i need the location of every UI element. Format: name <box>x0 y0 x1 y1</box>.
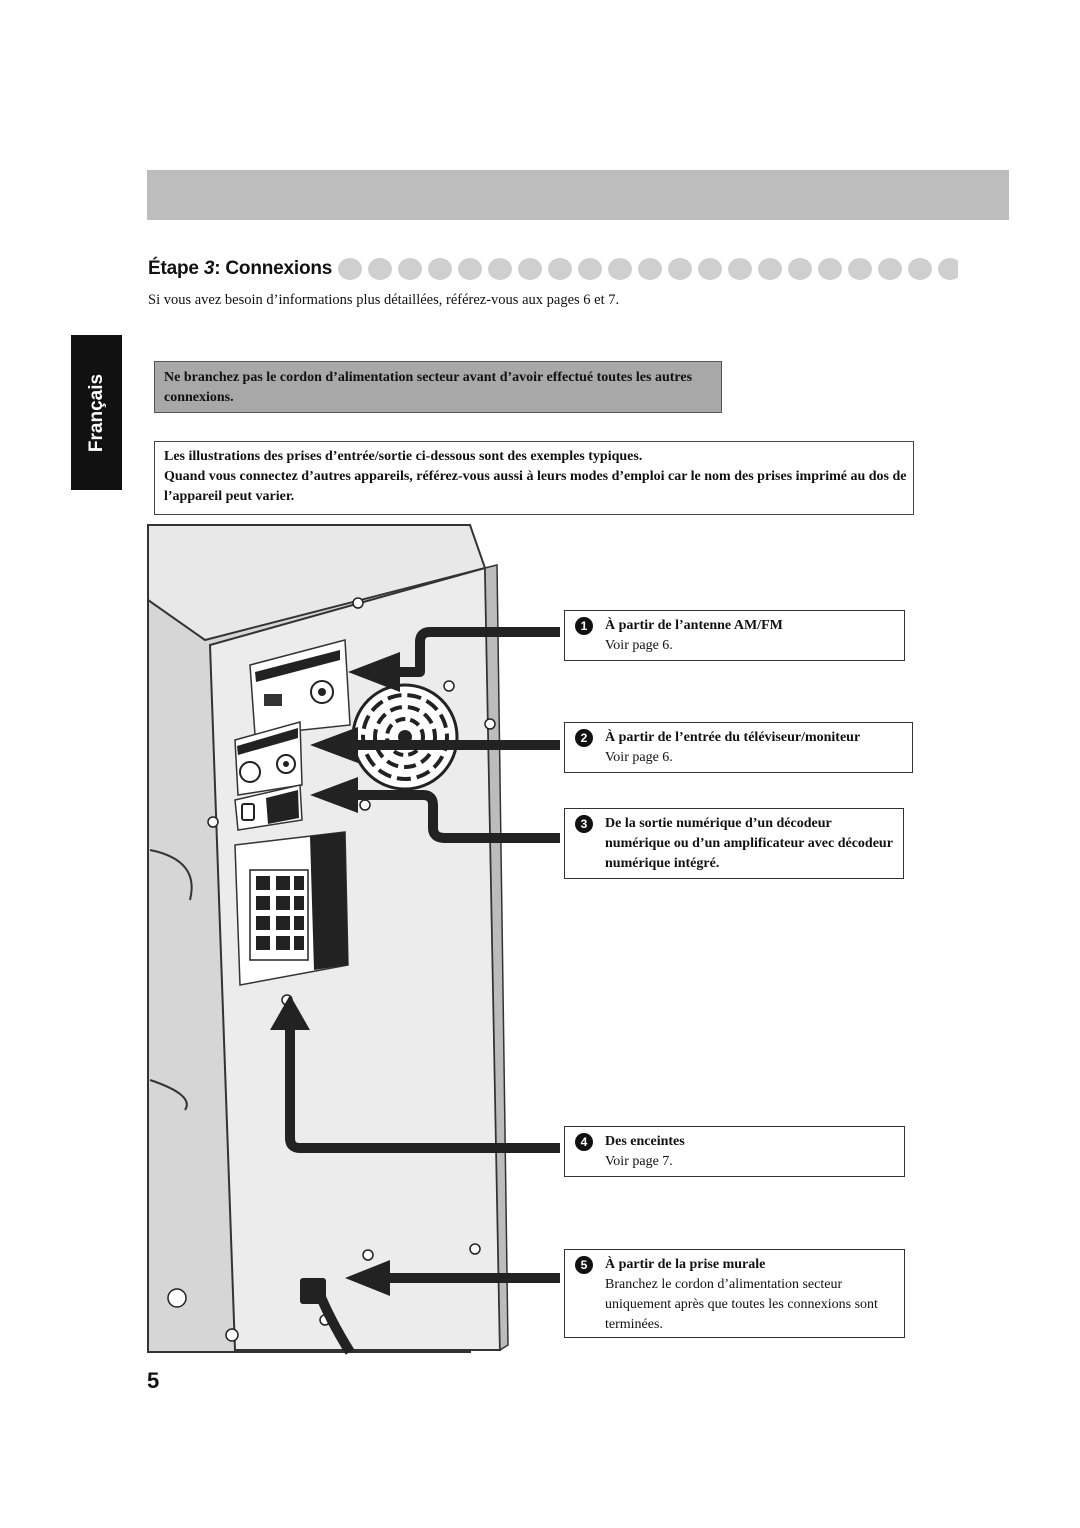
callout-3-title: De la sortie numérique d’un décodeur num… <box>605 816 893 871</box>
callout-5: 5 À partir de la prise murale Branchez l… <box>564 1249 905 1338</box>
callout-5-body: Branchez le cordon d’alimentation secteu… <box>605 1277 878 1332</box>
heading-suffix: : Connexions <box>214 258 333 279</box>
note-box: Les illustrations des prises d’entrée/so… <box>154 441 914 515</box>
callout-1-badge: 1 <box>575 617 593 635</box>
heading-prefix: Étape <box>148 258 204 279</box>
callout-4-badge: 4 <box>575 1133 593 1151</box>
callout-5-badge: 5 <box>575 1256 593 1274</box>
callout-1: 1 À partir de l’antenne AM/FM Voir page … <box>564 610 905 661</box>
callout-1-body: Voir page 6. <box>605 638 673 653</box>
section-heading: Étape 3: Connexions <box>148 258 332 280</box>
callout-1-title: À partir de l’antenne AM/FM <box>605 618 783 633</box>
callout-3-badge: 3 <box>575 815 593 833</box>
page-number: 5 <box>147 1368 160 1393</box>
heading-step-number: 3 <box>203 258 215 279</box>
callout-4: 4 Des enceintes Voir page 7. <box>564 1126 905 1177</box>
intro-text: Si vous avez besoin d’informations plus … <box>148 292 620 308</box>
callout-2: 2 À partir de l’entrée du téléviseur/mon… <box>564 722 913 773</box>
callout-2-title: À partir de l’entrée du téléviseur/monit… <box>605 730 861 745</box>
language-tab: Français <box>71 335 122 490</box>
note-line-2: Quand vous connectez d’autres appareils,… <box>164 469 907 504</box>
heading-dot-rule <box>338 258 958 280</box>
callout-4-title: Des enceintes <box>605 1134 685 1149</box>
callout-2-body: Voir page 6. <box>605 750 673 765</box>
callout-2-badge: 2 <box>575 729 593 747</box>
callout-5-title: À partir de la prise murale <box>605 1257 766 1272</box>
callout-3: 3 De la sortie numérique d’un décodeur n… <box>564 808 904 879</box>
note-line-1: Les illustrations des prises d’entrée/so… <box>164 449 643 464</box>
header-band <box>147 170 1009 220</box>
language-tab-label: Français <box>85 373 107 452</box>
warning-box: Ne branchez pas le cordon d’alimentation… <box>154 361 722 413</box>
callout-4-body: Voir page 7. <box>605 1154 673 1169</box>
rear-panel-illustration <box>147 524 560 1355</box>
